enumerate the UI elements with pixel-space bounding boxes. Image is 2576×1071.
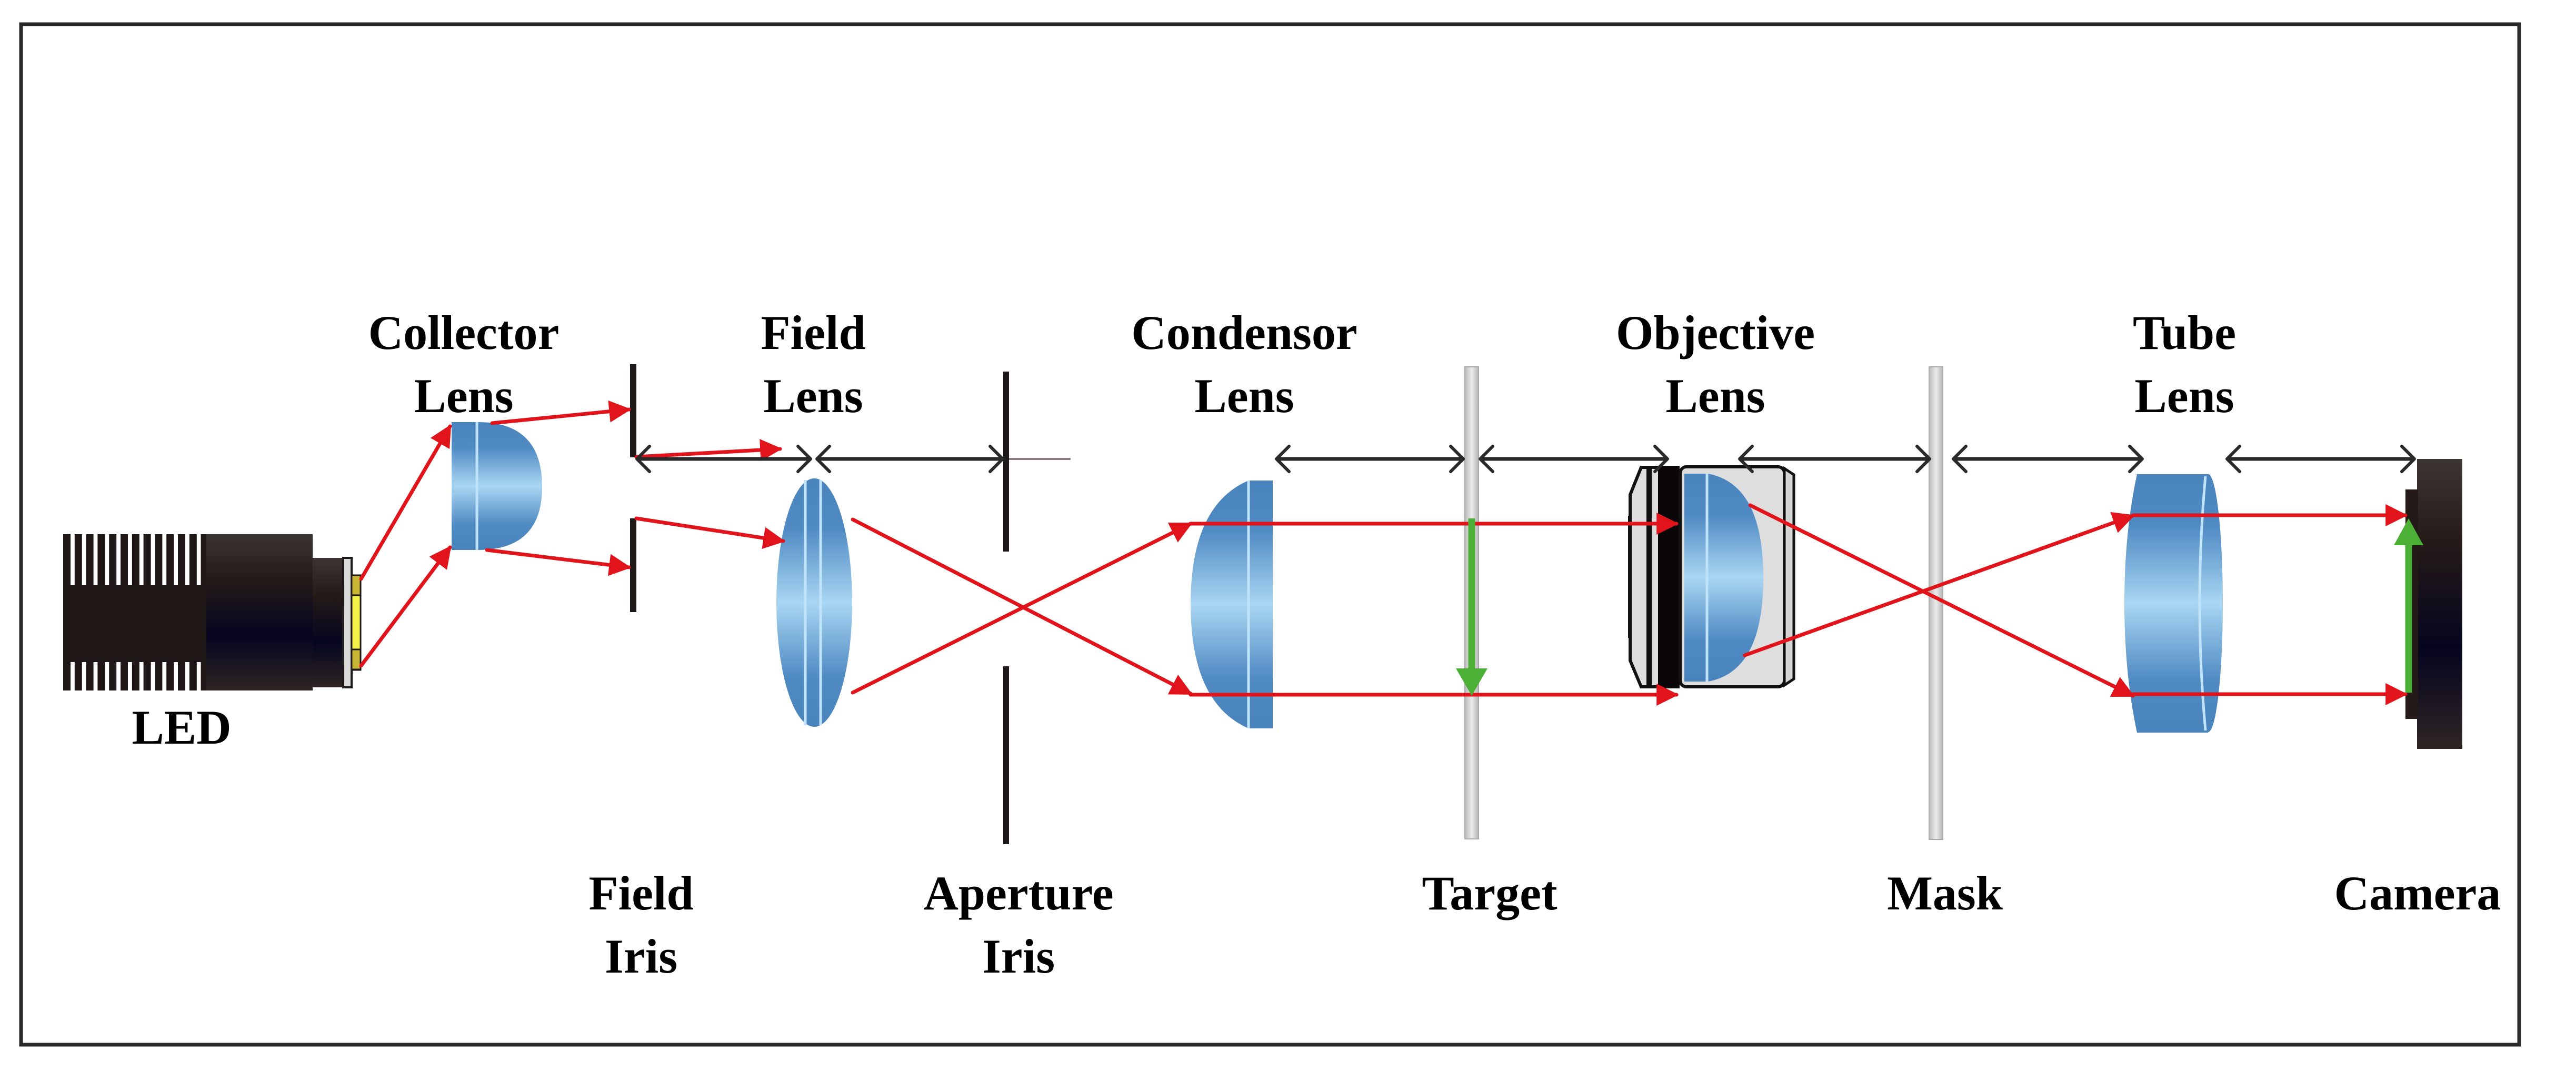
dimension-arrowhead-right [1449,445,1465,473]
field-iris-label-line2: Iris [605,929,677,983]
led-label: LED [132,700,231,754]
object-arrow-icon [1456,518,1487,696]
field-lens-icon [776,478,852,727]
objective-lens-label-line1: Objective [1616,306,1815,359]
light-ray [1748,503,2135,698]
dimension-arrowhead-right [1915,445,1931,473]
dimension-arrowhead-left [1738,445,1754,473]
aperture-iris-lower-blade [1003,666,1009,844]
field-iris-label-line1: Field [588,866,693,920]
camera-label: Camera [2334,866,2501,920]
light-ray [851,522,1193,695]
figure-frame [19,22,2521,1047]
field-iris-icon [630,364,636,612]
dimension-arrowhead-right [2128,445,2144,473]
collector-lens-icon [452,422,542,550]
field-iris-upper-blade [630,364,636,457]
light-ray [490,400,632,425]
dimension-arrowhead-left [1952,445,1968,473]
aperture-iris-label-line2: Iris [982,929,1055,983]
field-lens-label-line1: Field [761,306,865,359]
dimension-arrowhead-right [1653,445,1669,473]
dimension-arrowhead-left [1479,445,1494,473]
camera-body [2417,459,2462,749]
dimension-arrowhead-right [2400,445,2416,473]
target-label: Target [1422,866,1557,920]
dimension-arrowhead-left [1275,445,1291,473]
spacing-dimension-arrows [635,445,2416,473]
led-light-source-icon [63,534,362,690]
light-ray [485,548,632,576]
aperture-iris-icon [1003,372,1009,844]
light-ray [634,439,783,462]
mask-label: Mask [1887,866,2003,920]
collector-lens-label-line1: Collector [368,306,560,359]
image-arrow-icon [2394,518,2423,693]
led-body [206,534,313,690]
condensor-lens-icon [1191,481,1273,728]
aperture-iris-upper-blade [1003,372,1009,552]
tube-lens-label-line1: Tube [2133,306,2236,359]
dimension-arrowhead-left [2225,445,2241,473]
dimension-arrowhead-left [815,445,831,473]
light-ray [634,516,786,549]
light-ray [359,424,452,581]
mask-slide-icon [1929,366,1943,840]
light-ray [1743,512,2135,657]
aperture-iris-label-line1: Aperture [923,866,1113,920]
led-emitter-pad-top [351,574,362,596]
led-front-plate [342,557,353,688]
camera-sensor-icon [2405,459,2462,749]
light-ray [359,545,452,668]
led-fin-band [63,585,206,662]
tube-lens-icon [2124,474,2223,733]
light-rays [359,400,2408,706]
tube-lens-label-line2: Lens [2134,369,2234,423]
led-front-housing [313,558,345,687]
objective-lens-icon [1628,465,1795,688]
dimension-arrowhead-left [635,445,651,473]
condensor-lens-label-line1: Condensor [1131,306,1357,359]
dimension-arrowhead-right [989,445,1004,473]
led-emitter-pad-bottom [351,648,362,670]
field-lens-label-line2: Lens [763,369,863,423]
field-iris-lower-blade [630,518,636,612]
objective-lens-label-line2: Lens [1665,369,1765,423]
dimension-arrowhead-right [796,445,812,473]
collector-lens-label-line2: Lens [414,369,513,423]
condensor-lens-label-line2: Lens [1194,369,1294,423]
